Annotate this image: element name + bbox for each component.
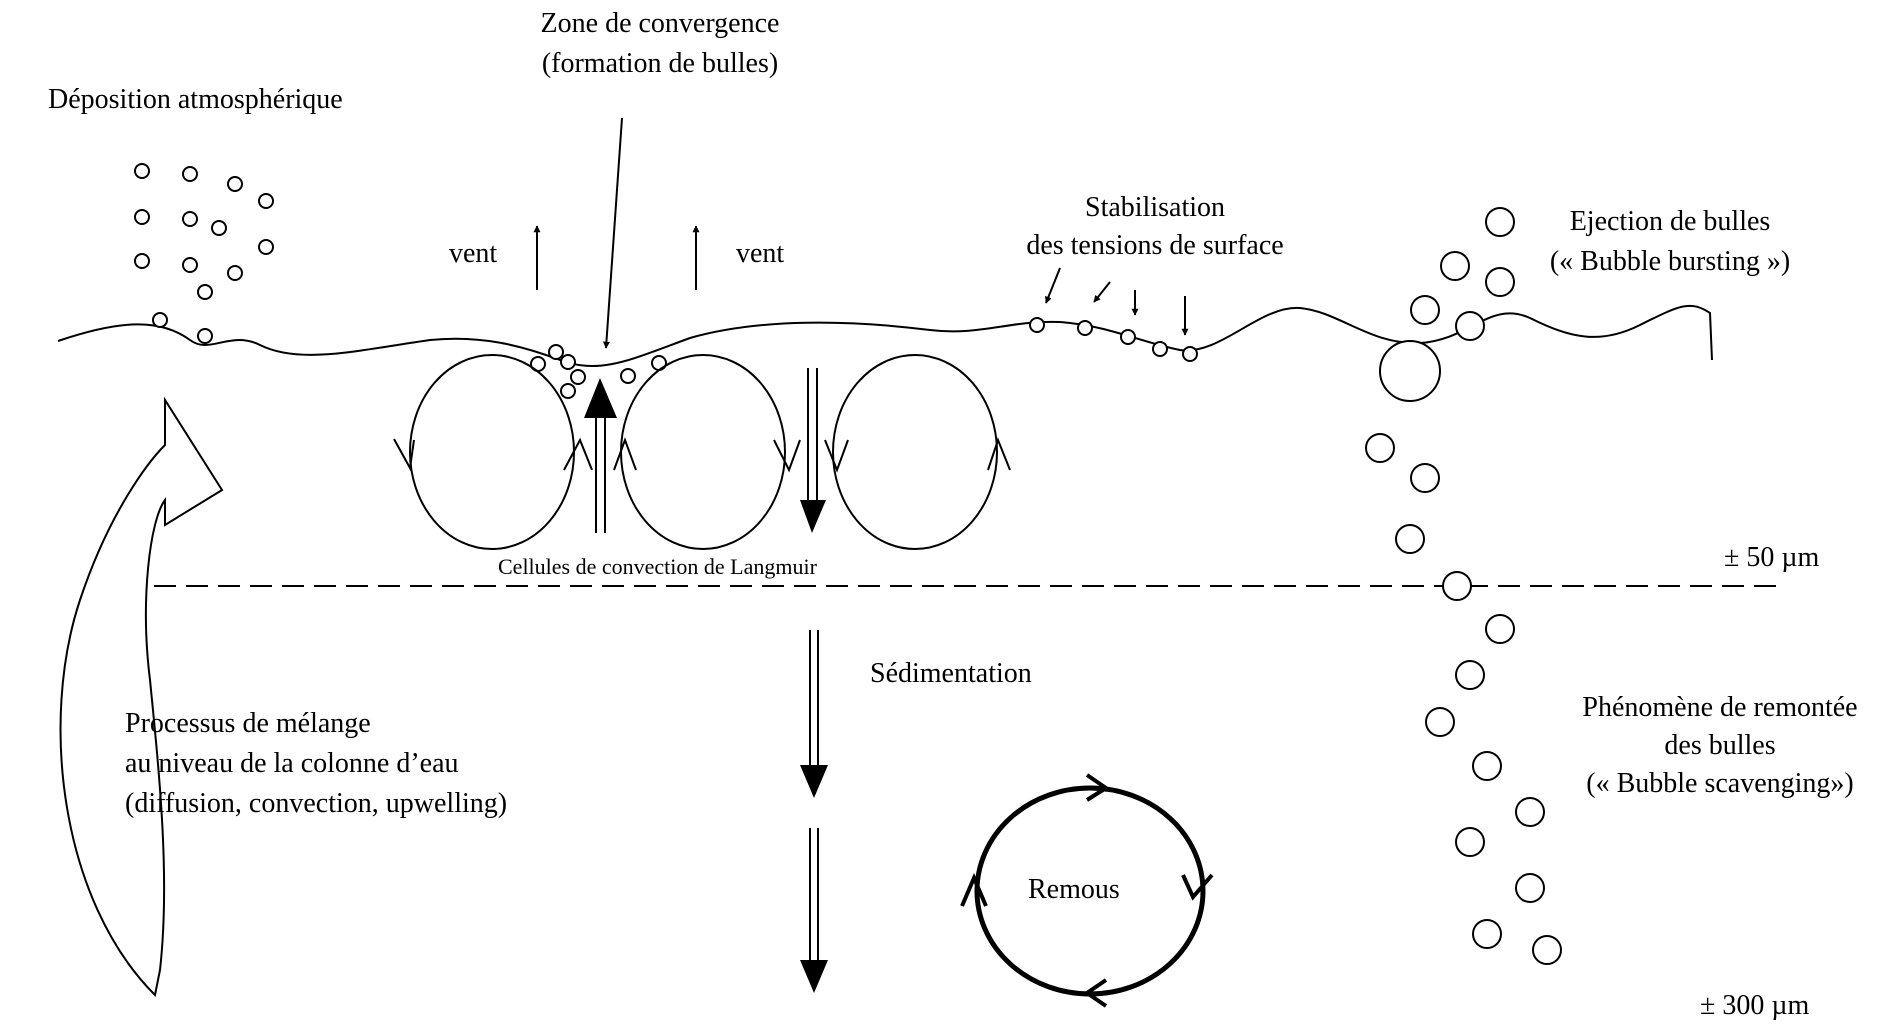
surface-bubble [560,354,576,370]
depth-300-label: ± 300 µm [1700,990,1810,1021]
ejected-bubble [1440,251,1470,281]
surface-bubble [548,344,564,360]
deposition-particle [182,211,198,227]
ejected-bubble [1485,207,1515,237]
cell-direction-mark [563,437,593,471]
scavenging-label-line3: (« Bubble scavenging») [1586,768,1854,799]
bubble-bursting [1379,207,1515,402]
mixing-label-line1: Processus de mélange [125,708,371,739]
deposition-particle [227,265,243,281]
upwelling-arrow [584,378,617,533]
surface-bubble [570,369,586,385]
mixing-label-line2: au niveau de la colonne d’eau [125,748,459,779]
surface-bubble [620,368,636,384]
mixing-curved-arrow [59,396,224,998]
downwelling-arrow [800,368,826,533]
convergence-zone-label-line2: (formation de bulles) [541,48,779,79]
ejected-bubble [1485,267,1515,297]
cell-direction-mark [987,437,1011,471]
bursting-bubble [1379,340,1441,402]
ejection-label-line1: Ejection de bulles [1569,206,1771,237]
cell-direction-mark [393,438,415,472]
surface-tension-markers [1029,267,1198,362]
langmuir-cell-2 [620,354,786,550]
convergence-pointer-arrow [602,117,623,349]
depth-50-label: ± 50 µm [1724,542,1820,573]
rising-bubble [1515,873,1545,903]
deposition-particle [211,220,227,236]
scavenging-label-line2: des bulles [1664,730,1776,761]
convergence-zone-label-line1: Zone de convergence [540,8,780,39]
rising-bubble [1532,935,1562,965]
sedimentation-arrows [800,630,828,993]
deposition-particle [197,328,213,344]
stabilisation-label-line2: des tensions de surface [1026,230,1284,261]
rising-bubble [1442,571,1472,601]
deposition-particle [134,163,150,179]
eddy-loop [960,773,1214,1008]
langmuir-cell-3 [832,354,998,550]
bubble-scavenging-column [1365,433,1562,965]
langmuir-cells-label: Cellules de convection de Langmuir [498,554,817,579]
surface-film-bubble [1120,329,1136,345]
rising-bubble [1395,524,1425,554]
wind-label-right: vent [736,238,785,269]
ejected-bubble [1410,295,1440,325]
rising-bubble [1515,797,1545,827]
deposition-particle [134,209,150,225]
surface-film-bubble [1182,346,1198,362]
langmuir-cells [393,354,1011,550]
rising-bubble [1455,827,1485,857]
deposition-particle [258,193,274,209]
deposition-particle [182,257,198,273]
deposition-particles [134,163,274,344]
deposition-label: Déposition atmosphérique [48,84,343,115]
rising-bubble [1472,751,1502,781]
cell-direction-mark [613,437,637,471]
cell-direction-mark [824,439,849,473]
mixing-label-line3: (diffusion, convection, upwelling) [125,788,508,819]
scavenging-label-line1: Phénomène de remontée [1582,692,1858,723]
stabilisation-label-line1: Stabilisation [1085,192,1225,223]
deposition-particle [152,312,168,328]
rising-bubble [1485,614,1515,644]
surface-film-bubble [1029,317,1045,333]
rising-bubble [1455,660,1485,690]
langmuir-cell-1 [409,354,575,550]
surface-film-bubble [1077,320,1093,336]
deposition-particle [258,239,274,255]
deposition-particle [197,284,213,300]
wind-label-left: vent [449,238,498,269]
rising-bubble [1365,433,1395,463]
eddy-label: Remous [1028,874,1120,905]
sea-surface-tail [1640,309,1712,358]
rising-bubble [1472,919,1502,949]
rising-bubble [1425,707,1455,737]
ejection-label-line2: (« Bubble bursting ») [1549,246,1791,277]
deposition-particle [182,166,198,182]
sea-surface-line [57,304,1713,367]
rising-bubble [1410,463,1440,493]
ejected-bubble [1455,311,1485,341]
deposition-particle [134,253,150,269]
sedimentation-label: Sédimentation [870,658,1032,689]
cell-direction-mark [773,439,801,473]
surface-film-bubble [1152,341,1168,357]
surface-bubble [560,383,576,399]
deposition-particle [227,176,243,192]
